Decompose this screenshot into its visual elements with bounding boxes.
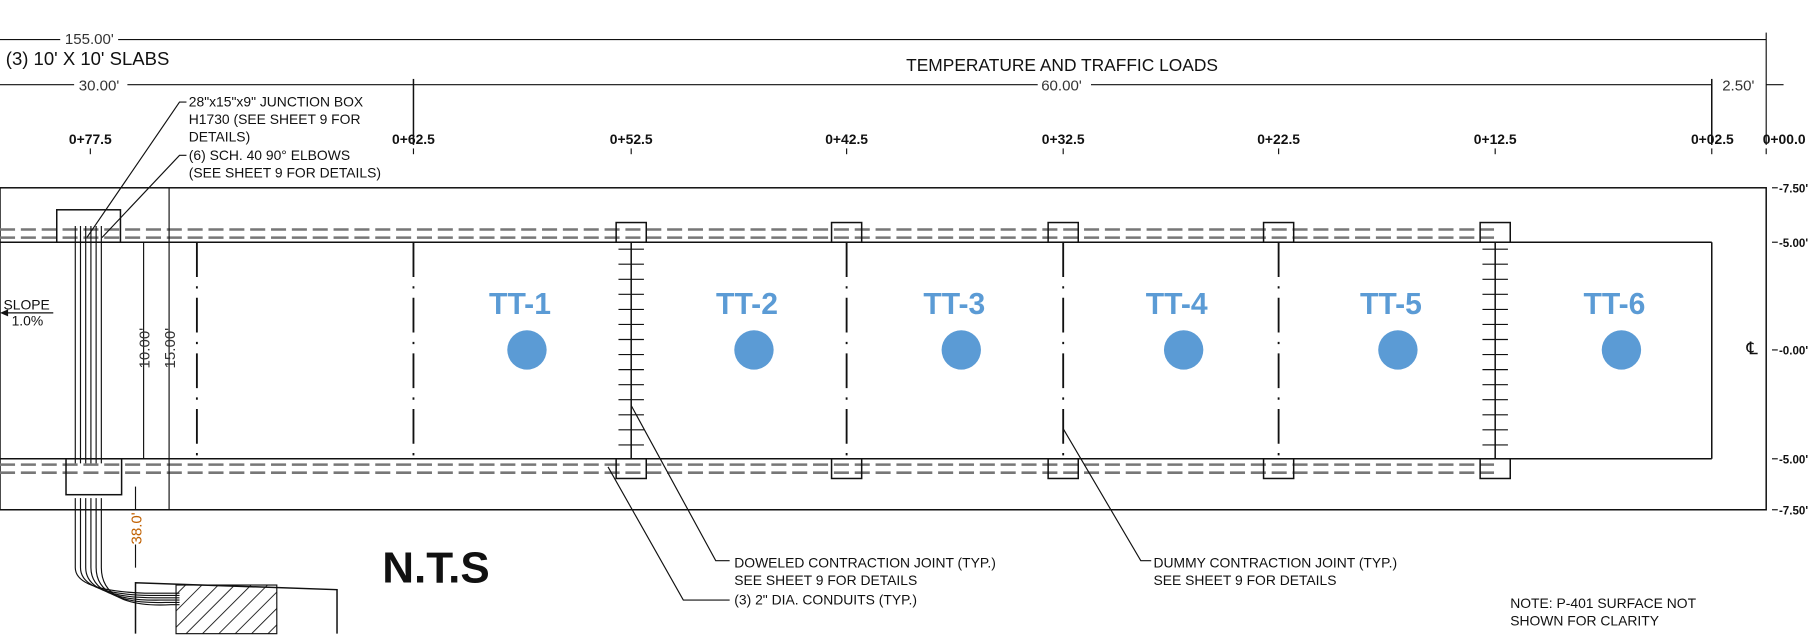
station-label: 0+42.5 xyxy=(825,131,868,147)
slabs-label: (3) 10' X 10' SLABS xyxy=(6,48,170,69)
conduit-lines xyxy=(0,228,1495,474)
overall-length: 155.00' xyxy=(65,31,114,48)
test-point-marker xyxy=(941,330,981,370)
test-point: TT-6 xyxy=(1584,288,1646,370)
station-label: 0+32.5 xyxy=(1042,131,1085,147)
joint-box xyxy=(1262,458,1295,480)
note-line: SHOWN FOR CLARITY xyxy=(1510,613,1659,629)
station-label: 0+62.5 xyxy=(392,131,435,147)
doweled-joint xyxy=(618,242,644,459)
segment-dimensions: 30.00' 60.00' 2.50' xyxy=(0,76,1784,145)
joint-box xyxy=(615,221,648,243)
station-labels: 0+77.5 0+62.5 0+52.5 0+42.5 0+32.5 0+22.5 0+12… xyxy=(69,131,1806,155)
offset-label: -5.00' xyxy=(1779,454,1808,466)
test-point: TT-4 xyxy=(1146,288,1208,370)
offset-label: -5.00' xyxy=(1779,238,1808,250)
callout-line: SEE SHEET 9 FOR DETAILS xyxy=(1154,572,1337,588)
test-point-label: TT-6 xyxy=(1584,288,1646,321)
section-title: TEMPERATURE AND TRAFFIC LOADS xyxy=(906,55,1218,75)
offset-label: -0.00' xyxy=(1779,346,1808,358)
station-label: 0+52.5 xyxy=(610,131,653,147)
joint-box xyxy=(1047,458,1080,480)
joint-box xyxy=(830,221,863,243)
end-length: 2.50' xyxy=(1722,78,1754,95)
station-label: 0+12.5 xyxy=(1474,131,1517,147)
junction-box-top xyxy=(55,209,122,243)
callout-line: DETAILS) xyxy=(189,128,250,144)
slope-indicator: SLOPE 1.0% xyxy=(0,296,54,329)
offset-labels: -7.50' -5.00' -0.00' -5.00' -7.50' xyxy=(1771,183,1808,517)
test-point: TT-3 xyxy=(923,288,985,370)
joint-box xyxy=(1479,458,1511,480)
test-point-label: TT-3 xyxy=(923,288,985,321)
test-point-marker xyxy=(1163,330,1204,370)
conduit-bend xyxy=(100,498,180,606)
test-point-label: TT-1 xyxy=(489,288,551,321)
test-point-label: TT-2 xyxy=(716,288,778,321)
callout-line: DOWELED CONTRACTION JOINT (TYP.) xyxy=(734,555,996,571)
doweled-joint-callout: DOWELED CONTRACTION JOINT (TYP.) SEE SHE… xyxy=(630,405,996,588)
overall-dimension: 155.00' xyxy=(0,31,1767,145)
slope-value: 1.0% xyxy=(12,313,44,329)
centerline-symbol: ℄ xyxy=(1746,339,1758,359)
conduit-bend xyxy=(95,498,180,604)
station-label: 0+22.5 xyxy=(1257,131,1300,147)
callout-line: (SEE SHEET 9 FOR DETAILS) xyxy=(189,164,381,180)
joint-box xyxy=(615,458,648,480)
test-point-label: TT-4 xyxy=(1146,288,1208,321)
test-point: TT-5 xyxy=(1360,288,1422,370)
offset-label: -7.50' xyxy=(1779,505,1808,517)
joint-box xyxy=(1047,221,1080,243)
left-length: 30.00' xyxy=(79,78,120,95)
width-outer: 15.00' xyxy=(162,328,179,369)
junction-box-area xyxy=(55,209,338,635)
test-point-marker xyxy=(507,330,547,370)
callout-line: H1730 (SEE SHEET 9 FOR xyxy=(189,111,361,127)
main-length: 60.00' xyxy=(1041,78,1082,95)
conduit-bend xyxy=(90,498,180,601)
station-label: 0+02.5 xyxy=(1691,131,1734,147)
joint-box xyxy=(1262,221,1295,243)
callout-line: (6) SCH. 40 90° ELBOWS xyxy=(189,147,350,163)
elbows-callout: (6) SCH. 40 90° ELBOWS (SEE SHEET 9 FOR … xyxy=(101,147,381,238)
width-dimensions: 10.00' 15.00' 38.0' xyxy=(128,187,179,568)
doweled-joint xyxy=(1482,242,1508,459)
conduits-callout: (3) 2" DIA. CONDUITS (TYP.) xyxy=(607,466,917,608)
joint-box xyxy=(1479,221,1511,243)
width-inner: 10.00' xyxy=(136,328,153,369)
note-line: NOTE: P-401 SURFACE NOT xyxy=(1510,595,1696,611)
dummy-joint-callout: DUMMY CONTRACTION JOINT (TYP.) SEE SHEET… xyxy=(1062,428,1398,588)
hatched-structure xyxy=(175,584,278,635)
station-label: 0+00.0 xyxy=(1763,131,1806,147)
junction-box-callout: 28"x15"x9" JUNCTION BOX H1730 (SEE SHEET… xyxy=(86,94,363,238)
conduit-offset: 38.0' xyxy=(128,512,145,544)
test-point-marker xyxy=(1378,330,1418,370)
test-point-label: TT-5 xyxy=(1360,288,1422,321)
test-point-marker xyxy=(734,330,774,370)
slope-label: SLOPE xyxy=(3,296,49,312)
callout-line: 28"x15"x9" JUNCTION BOX xyxy=(189,94,363,110)
test-point-marker xyxy=(1601,330,1642,370)
station-label: 0+77.5 xyxy=(69,131,112,147)
junction-box-bottom xyxy=(65,458,123,496)
test-points: TT-1 TT-2 TT-3 TT-4 TT-5 TT-6 xyxy=(489,288,1645,370)
scale-note: N.T.S xyxy=(382,544,490,593)
joints xyxy=(195,221,1511,480)
callout-line: DUMMY CONTRACTION JOINT (TYP.) xyxy=(1154,555,1398,571)
test-point: TT-2 xyxy=(716,288,778,370)
offset-label: -7.50' xyxy=(1779,183,1808,195)
outer-pavement-outline xyxy=(0,187,1767,511)
test-point: TT-1 xyxy=(489,288,551,370)
callout-line: SEE SHEET 9 FOR DETAILS xyxy=(734,572,917,588)
joint-box xyxy=(830,458,863,480)
callout-line: (3) 2" DIA. CONDUITS (TYP.) xyxy=(734,592,917,608)
